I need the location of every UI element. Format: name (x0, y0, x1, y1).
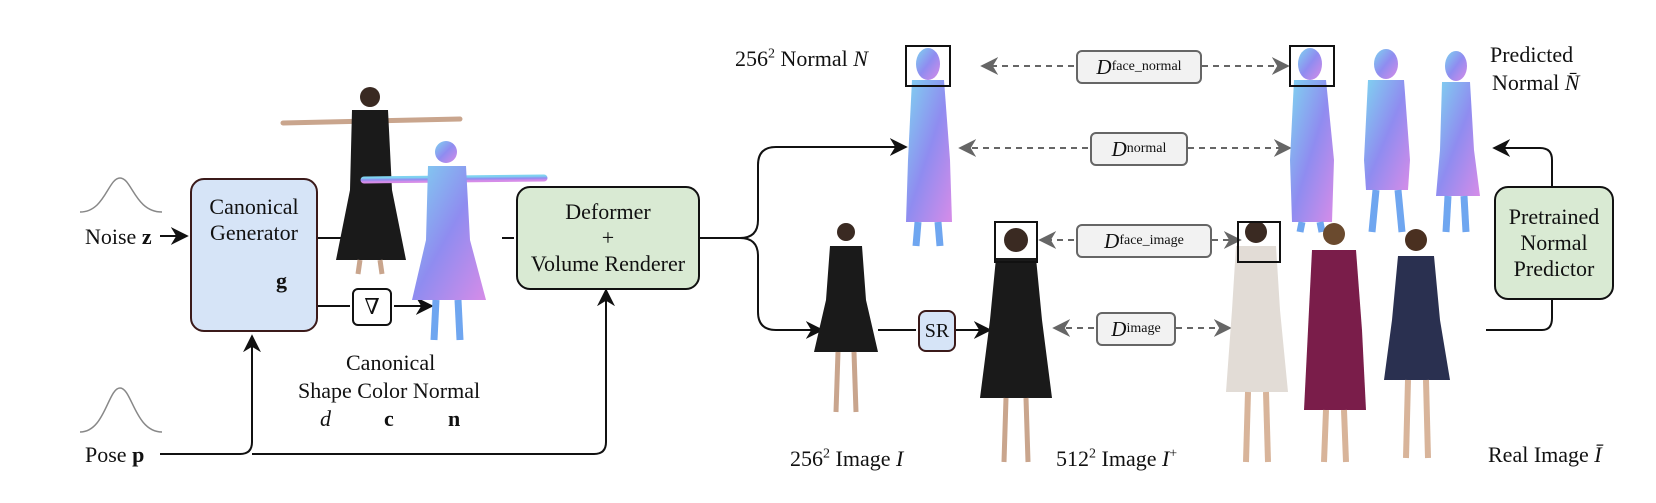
person-figure-icon (1364, 49, 1410, 233)
deformer-output-line (739, 237, 824, 339)
shape-symbol: d (320, 406, 331, 431)
face-crop-box (1289, 45, 1335, 87)
predictor-input-line (1486, 300, 1553, 331)
noise-label: Noise z (85, 224, 152, 249)
gaussian-curve-icon (79, 387, 163, 433)
predictor-output-line (1492, 139, 1553, 186)
face-crop-box (905, 45, 951, 87)
person-figure-icon (360, 141, 548, 341)
person-figure-icon (906, 48, 952, 247)
person-figure-icon (814, 223, 878, 413)
normal-symbol: n (448, 406, 461, 431)
person-figure-icon (1290, 48, 1334, 233)
person-figure-icon (1304, 223, 1366, 463)
hr-image-label: 5122 Image I+ (1056, 446, 1178, 471)
deformer-output-line (700, 138, 908, 239)
generator-symbol: g (276, 268, 287, 293)
person-figure-icon (980, 228, 1052, 463)
pose-label: Pose p (85, 442, 145, 467)
deformer-box: Deformer + Volume Renderer (516, 186, 700, 290)
gaussian-curve-icon (79, 177, 163, 213)
normal-predictor-box: Pretrained Normal Predictor (1494, 186, 1614, 300)
color-symbol: c (384, 406, 394, 431)
person-figure-icon (1384, 229, 1450, 459)
gradient-box: ∇ (352, 288, 392, 326)
pose-to-deformer-line (252, 288, 615, 455)
canonical-caption-title: Canonical (346, 350, 436, 375)
face-crop-box (1237, 221, 1281, 263)
person-figure-icon (1226, 221, 1288, 463)
image-output-label: 2562 Image I (790, 446, 904, 471)
canonical-caption-subtitle: Shape Color Normal (298, 378, 481, 403)
person-figure-icon (1436, 51, 1480, 233)
pose-line (160, 334, 261, 455)
super-resolution-box: SR (918, 310, 956, 352)
real-image-label: Real Image Ī (1488, 442, 1602, 467)
normal-output-label: 2562 Normal N (735, 46, 868, 71)
face-crop-box (994, 221, 1038, 263)
predicted-normal-title: Predicted (1490, 42, 1574, 67)
canonical-generator-box: Canonical Generator (190, 178, 318, 332)
predicted-normal-label: Normal N̄ (1492, 70, 1580, 95)
person-figure-icon (280, 87, 463, 275)
